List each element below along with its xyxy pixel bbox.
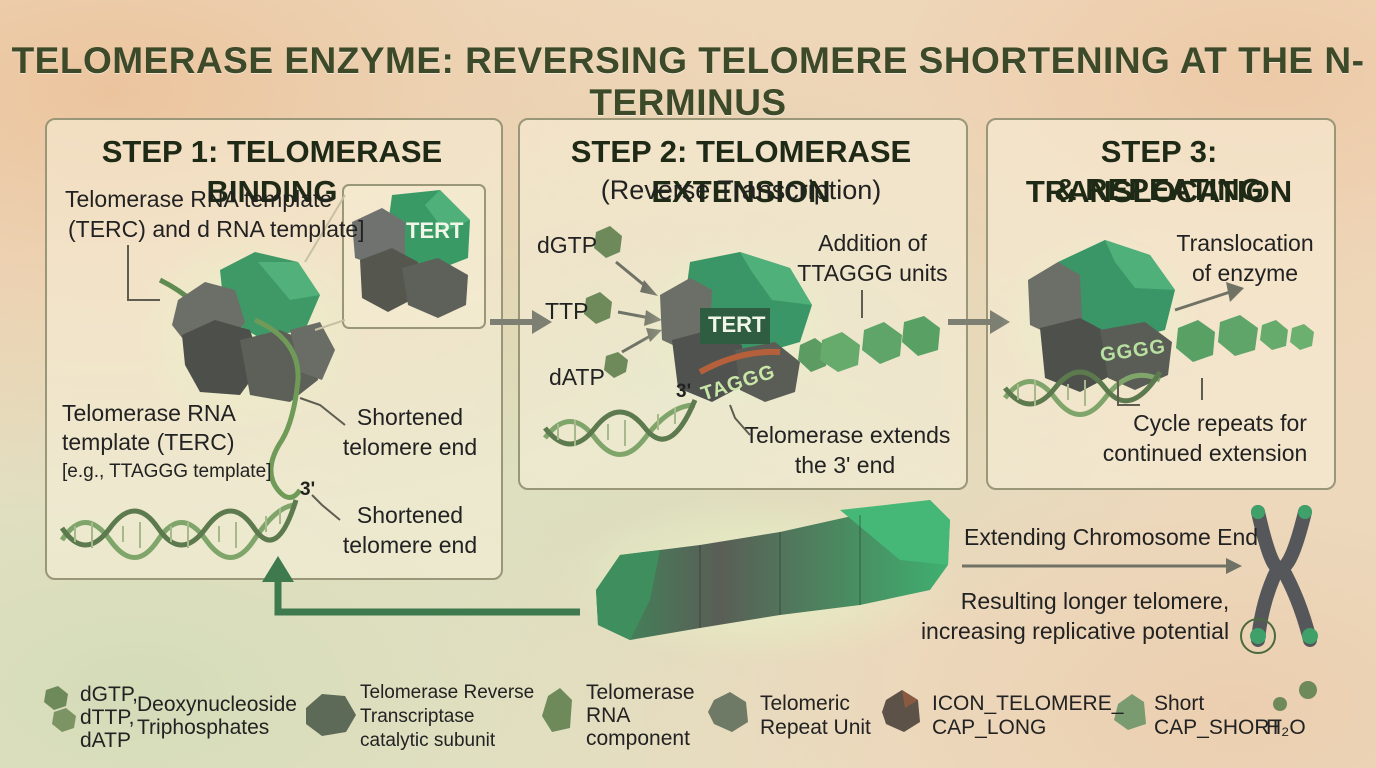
legend-cap-short-line2: CAP_SHORT (1154, 716, 1282, 739)
step1-template-label-bottom-line2: template (TERC) (62, 429, 235, 455)
step2-repeat-units (798, 316, 940, 372)
legend-nucleotide-cluster-icon (44, 686, 76, 732)
tert-inset-label: TERT (406, 218, 464, 243)
step3-title-line2: & REPEATING (1054, 172, 1264, 207)
translocation-label-line2: of enzyme (1191, 260, 1299, 286)
step1-template-label-top-line2: (TERC) and d RNA template] (68, 216, 365, 242)
page-title: TELOMERASE ENZYME: REVERSING TELOMERE SH… (11, 40, 1365, 123)
legend-deoxy-line2: Triphosphates (137, 716, 270, 739)
legend-nucleotides-line3: dATP (80, 729, 131, 752)
step1-template-label-top-line1: Telomerase RNA template (65, 186, 333, 212)
step2-three-prime-label: 3' (676, 381, 692, 402)
extending-arrow-icon (962, 558, 1242, 574)
result-label-line1: Resulting longer telomere, (960, 588, 1230, 614)
extending-chromosome-label: Extending Chromosome End (964, 524, 1259, 550)
dgtp-label: dGTP (537, 232, 598, 258)
step1-shortened-label-2-line2: telomere end (342, 532, 478, 558)
tert-inset-icon (352, 190, 470, 318)
legend-tert-line3: catalytic subunit (360, 730, 496, 751)
step3-enzyme-icon (1000, 233, 1200, 403)
arrow-step2-to-step3-icon (948, 310, 1010, 334)
extends-label-line2: the 3' end (794, 452, 896, 478)
legend-nucleotides-line1: dGTP, (80, 683, 138, 706)
legend-repeat-line2: Repeat Unit (760, 716, 871, 739)
translocation-arrow-icon (1174, 282, 1244, 312)
addition-label-line1: Addition of (818, 230, 927, 256)
legend-tert-line2: Transcriptase (360, 706, 475, 727)
legend-repeat-unit-icon (708, 692, 748, 732)
legend-repeat-line1: Telomeric (760, 692, 850, 715)
legend-telomere-cap-long-icon (882, 690, 920, 732)
ttp-label: TTP (545, 298, 589, 324)
step1-shortened-label-1-line2: telomere end (342, 434, 478, 460)
legend-cap-long-line2: CAP_LONG (932, 716, 1047, 739)
step1-enzyme-icon (135, 230, 365, 500)
legend-cap-short-line1: Short (1154, 692, 1205, 715)
result-label-line2: increasing replicative potential (920, 618, 1230, 644)
step2-subtitle: (Reverse Transcription) (600, 175, 882, 205)
step3-repeat-units (1176, 315, 1314, 362)
legend-rna-line1: Telomerase (586, 681, 695, 704)
addition-label-line2: TTAGGG units (797, 260, 948, 286)
arrow-step1-to-step2-icon (490, 310, 552, 334)
step1-three-prime-label: 3' (300, 479, 316, 500)
step1-shortened-label-2-line1: Shortened (356, 502, 464, 528)
step2-tert-label: TERT (708, 312, 766, 337)
step1-shortened-label-1-line1: Shortened (356, 404, 464, 430)
step3-title-line1: STEP 3: TRANSLOCATION (1025, 134, 1293, 209)
step3-dna-helix-icon (1003, 369, 1163, 417)
datp-label: dATP (549, 364, 605, 390)
step2-enzyme-icon (635, 240, 835, 410)
legend-water-label: H₂O (1266, 716, 1306, 739)
step1-dna-helix-icon (59, 499, 299, 560)
chromosome-icon (1240, 505, 1318, 654)
extends-label-line1: Telomerase extends (744, 422, 951, 448)
return-arrow-icon (262, 556, 580, 616)
nucleotide-dgtp-icon (594, 226, 622, 258)
cycle-label-line1: Cycle repeats for (1133, 410, 1307, 436)
legend-water-icon (1273, 681, 1317, 711)
legend-cap-long-line1: ICON_TELOMERE_ (932, 692, 1124, 715)
nucleotide-ttp-icon (584, 292, 612, 324)
legend-rna-line3: component (586, 727, 690, 750)
step1-title: STEP 1: TELOMERASE BINDING (101, 134, 443, 209)
translocation-label-line1: Translocation (1176, 230, 1314, 256)
legend-telomere-cap-short-icon (1114, 694, 1146, 730)
legend-tert-line1: Telomerase Reverse (360, 682, 535, 703)
step2-title: STEP 2: TELOMERASE EXTENSION (570, 134, 912, 209)
legend-rna-component-icon (542, 688, 572, 732)
cycle-label-line2: continued extension (1102, 440, 1308, 466)
step2-dna-helix-icon (543, 399, 698, 457)
step1-template-label-bottom-line1: Telomerase RNA (62, 400, 236, 426)
step1-template-label-bottom-line3: [e.g., TTAGGG template] (62, 461, 272, 482)
legend-rna-line2: RNA (586, 704, 631, 727)
legend-nucleotides-line2: dTTP, (80, 706, 135, 729)
extended-chromosome-arm-icon (560, 495, 960, 665)
legend-deoxy-line1: Deoxynucleoside (137, 693, 297, 716)
legend-tert-subunit-icon (306, 694, 356, 736)
nucleotide-datp-icon (604, 352, 628, 378)
